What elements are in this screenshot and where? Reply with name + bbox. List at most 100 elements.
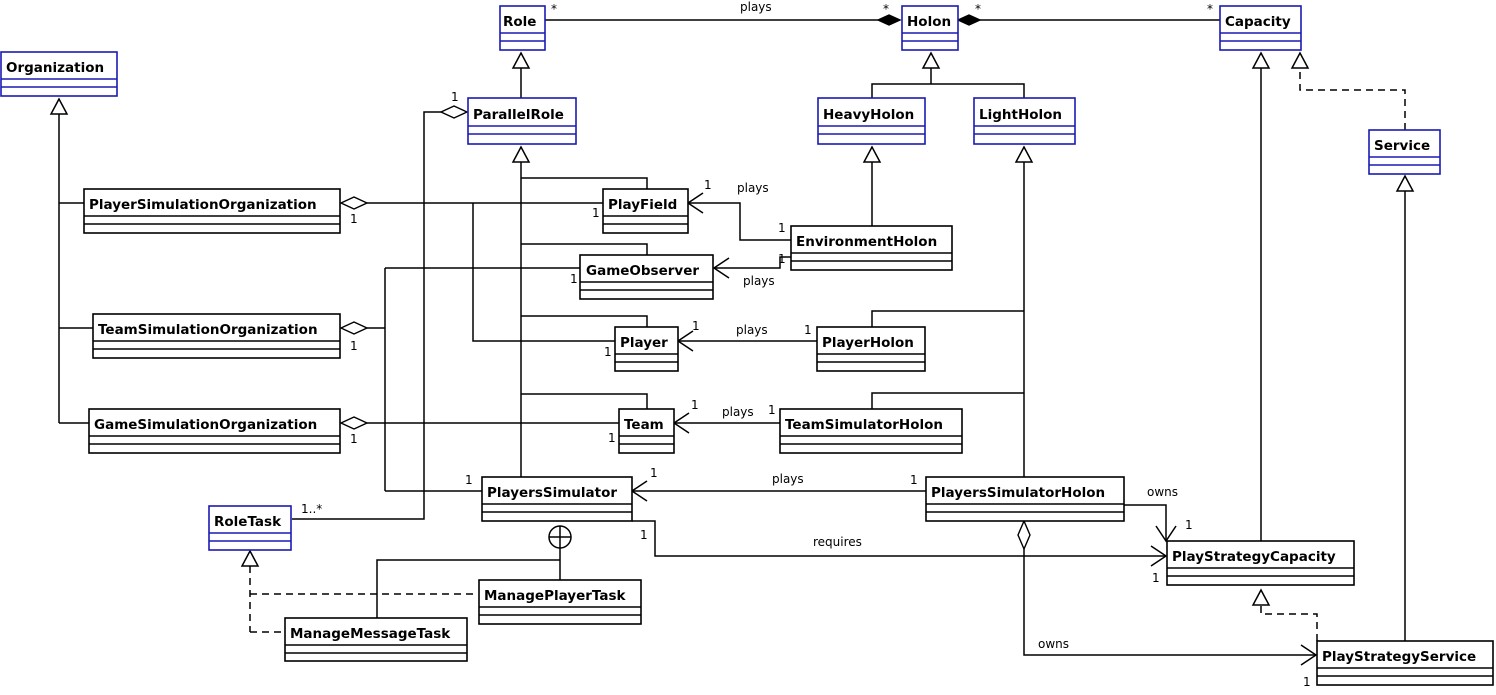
- role-gen-arrowhead: [511, 51, 531, 69]
- mult-player-left-1: 1: [604, 345, 612, 359]
- class-service-name: Service: [1374, 138, 1430, 154]
- mult-holon-right-star: *: [975, 2, 981, 16]
- mult-env-gameobserver-1: 1: [778, 252, 786, 266]
- class-player-holon-name: PlayerHolon: [822, 335, 914, 351]
- mult-playerholon-1: 1: [804, 323, 812, 337]
- lightholon-gen-arrowhead: [1014, 145, 1034, 163]
- mult-ps-requires-1: 1: [640, 528, 648, 542]
- mult-roletask-1many: 1..*: [301, 502, 322, 516]
- class-play-strategy-service-name: PlayStrategyService: [1322, 649, 1476, 665]
- class-manage-player-task[interactable]: ManagePlayerTask: [478, 579, 642, 625]
- pss-owns-arrowhead: [1300, 644, 1318, 666]
- mult-parallelrole-1: 1: [451, 90, 459, 104]
- mult-playfield-right-1: 1: [704, 178, 712, 192]
- service-gen-arrowhead: [1395, 174, 1415, 192]
- class-player[interactable]: Player: [614, 326, 679, 372]
- class-team-simulation-organization[interactable]: TeamSimulationOrganization: [92, 313, 341, 359]
- psc-requires-arrowhead: [1150, 545, 1168, 567]
- class-role-task[interactable]: RoleTask: [208, 505, 292, 551]
- holon-gen-branch: [871, 83, 1025, 98]
- pso-player-line: [472, 203, 615, 342]
- playfield-gen-branch: [521, 177, 648, 189]
- label-env-gameobserver-plays: plays: [743, 274, 775, 288]
- class-manage-message-task[interactable]: ManageMessageTask: [284, 617, 468, 662]
- class-player-name: Player: [620, 335, 668, 351]
- mult-psc-owns-1: 1: [1185, 518, 1193, 532]
- tso-aggregation-diamond: [339, 321, 369, 335]
- class-service[interactable]: Service: [1368, 129, 1441, 175]
- class-players-simulator[interactable]: PlayersSimulator: [481, 476, 633, 522]
- class-play-strategy-capacity[interactable]: PlayStrategyCapacity: [1166, 540, 1355, 586]
- class-team-name: Team: [624, 417, 664, 433]
- mult-gameobserver-1: 1: [570, 272, 578, 286]
- class-manage-message-task-name: ManageMessageTask: [290, 626, 451, 642]
- env-gameobserver-plays-line: [714, 256, 791, 269]
- class-player-holon[interactable]: PlayerHolon: [816, 326, 926, 372]
- roletask-realization-arrowhead: [240, 549, 260, 567]
- class-team-simulator-holon[interactable]: TeamSimulatorHolon: [779, 408, 963, 454]
- gameobserver-arrowhead: [712, 257, 730, 279]
- label-pshholon-psc-owns: owns: [1147, 485, 1178, 499]
- class-play-strategy-capacity-name: PlayStrategyCapacity: [1172, 549, 1336, 565]
- label-pshholon-pss-owns: owns: [1038, 637, 1069, 651]
- mult-player-right-1: 1: [692, 319, 700, 333]
- class-team[interactable]: Team: [618, 408, 675, 454]
- class-play-field-name: PlayField: [608, 197, 677, 213]
- mult-pss-1: 1: [1303, 675, 1311, 689]
- class-heavy-holon[interactable]: HeavyHolon: [817, 97, 926, 145]
- class-play-field[interactable]: PlayField: [602, 188, 689, 234]
- mult-holon-left-star: *: [883, 2, 889, 16]
- class-organization-name: Organization: [6, 60, 104, 76]
- gameobserver-gen-branch: [521, 243, 648, 255]
- holon-composition-diamond-right: [956, 14, 982, 26]
- pso-aggregation-diamond: [339, 196, 369, 210]
- class-role[interactable]: Role: [499, 5, 546, 51]
- team-gen-branch: [521, 393, 648, 409]
- class-holon-name: Holon: [907, 14, 951, 30]
- psc-owns-arrowhead: [1155, 525, 1177, 543]
- class-game-simulation-organization[interactable]: GameSimulationOrganization: [88, 408, 341, 454]
- class-role-task-name: RoleTask: [214, 514, 282, 530]
- service-realization-arrowhead: [1290, 51, 1310, 69]
- mult-playfield-left-1: 1: [592, 206, 600, 220]
- label-pshholon-ps-plays: plays: [772, 472, 804, 486]
- class-role-name: Role: [503, 14, 536, 30]
- mult-role-star: *: [551, 2, 557, 16]
- class-player-simulation-organization-name: PlayerSimulationOrganization: [89, 197, 317, 213]
- pshholon-pss-owns-line: [1023, 549, 1316, 656]
- playerholon-gen-branch: [871, 310, 1024, 327]
- class-capacity[interactable]: Capacity: [1219, 5, 1302, 51]
- class-play-strategy-service[interactable]: PlayStrategyService: [1316, 640, 1494, 686]
- psc-realization-arrowhead: [1251, 588, 1271, 606]
- heavyholon-gen-arrowhead: [862, 145, 882, 163]
- class-environment-holon[interactable]: EnvironmentHolon: [790, 225, 953, 271]
- mult-env-playfield-1: 1: [778, 221, 786, 235]
- class-game-observer[interactable]: GameObserver: [579, 254, 714, 300]
- holon-composition-diamond-left: [876, 14, 902, 26]
- class-players-simulator-holon-name: PlayersSimulatorHolon: [931, 485, 1105, 501]
- mult-ps-right-1: 1: [650, 466, 658, 480]
- class-light-holon[interactable]: LightHolon: [973, 97, 1076, 145]
- mult-pso-1: 1: [350, 212, 358, 226]
- ps-psc-requires-line: [632, 520, 1166, 557]
- class-players-simulator-holon[interactable]: PlayersSimulatorHolon: [925, 476, 1125, 522]
- mult-pshholon-1: 1: [910, 473, 918, 487]
- pss-psc-realization: [1260, 605, 1318, 641]
- mult-gso-1: 1: [350, 432, 358, 446]
- nesting-to-managemessagetask: [376, 559, 560, 618]
- class-parallel-role[interactable]: ParallelRole: [467, 97, 577, 145]
- capacity-gen-arrowhead: [1251, 51, 1271, 69]
- teamsimholon-gen-branch: [871, 392, 1024, 409]
- parallelrole-gen-arrowhead: [511, 145, 531, 163]
- class-player-simulation-organization[interactable]: PlayerSimulationOrganization: [83, 188, 341, 234]
- class-team-simulator-holon-name: TeamSimulatorHolon: [785, 417, 943, 433]
- class-holon[interactable]: Holon: [901, 5, 959, 51]
- holon-gen-arrowhead: [921, 51, 941, 69]
- class-organization[interactable]: Organization: [0, 51, 118, 97]
- label-teamsimholon-team-plays: plays: [722, 405, 754, 419]
- label-role-holon-plays: plays: [740, 0, 772, 14]
- organization-gen-arrowhead: [49, 97, 69, 115]
- class-light-holon-name: LightHolon: [979, 107, 1062, 123]
- mult-team-left-1: 1: [608, 431, 616, 445]
- parallelrole-aggregation-diamond: [439, 105, 469, 119]
